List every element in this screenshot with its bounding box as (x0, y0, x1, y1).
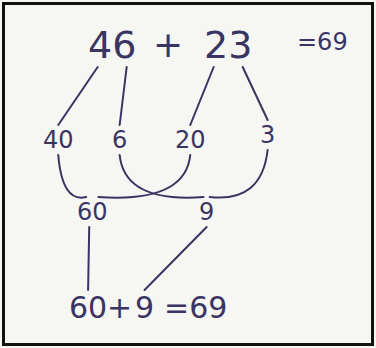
operator-text: =69 (297, 30, 348, 54)
number-part: 60 (69, 293, 107, 323)
number-part: 60 (77, 200, 108, 224)
operator-text: + (153, 27, 183, 63)
number-part: 46 (88, 26, 136, 64)
operator-text: + (107, 293, 132, 323)
branch-line (88, 227, 89, 290)
number-text: 9 (135, 293, 154, 323)
number-part: 3 (260, 123, 275, 147)
number-text: 60 (77, 200, 108, 224)
branch-line (120, 67, 127, 125)
branch-line (120, 155, 204, 198)
number-text: 6 (112, 128, 127, 152)
branch-line (58, 155, 86, 198)
operator-text: =69 (297, 30, 348, 54)
number-part: 9 (135, 293, 154, 323)
number-text: 3 (260, 123, 275, 147)
operator-text: =69 (164, 293, 227, 323)
branch-line (145, 227, 207, 290)
number-text: 60 (69, 293, 107, 323)
branch-line (98, 155, 190, 198)
number-part: 6 (112, 128, 127, 152)
branch-line (190, 67, 213, 125)
branch-line (210, 150, 268, 198)
number-text: 20 (175, 128, 206, 152)
number-part: 9 (199, 200, 214, 224)
operator-text: =69 (164, 293, 227, 323)
branch-line (58, 67, 97, 125)
number-part: 40 (43, 128, 74, 152)
operator-text: + (153, 27, 183, 63)
number-text: 46 (88, 26, 136, 64)
number-text: 40 (43, 128, 74, 152)
operator-text: + (107, 293, 132, 323)
number-text: 23 (204, 26, 252, 64)
branch-line (243, 67, 268, 120)
number-text: 9 (199, 200, 214, 224)
number-part: 20 (175, 128, 206, 152)
number-part: 23 (204, 26, 252, 64)
